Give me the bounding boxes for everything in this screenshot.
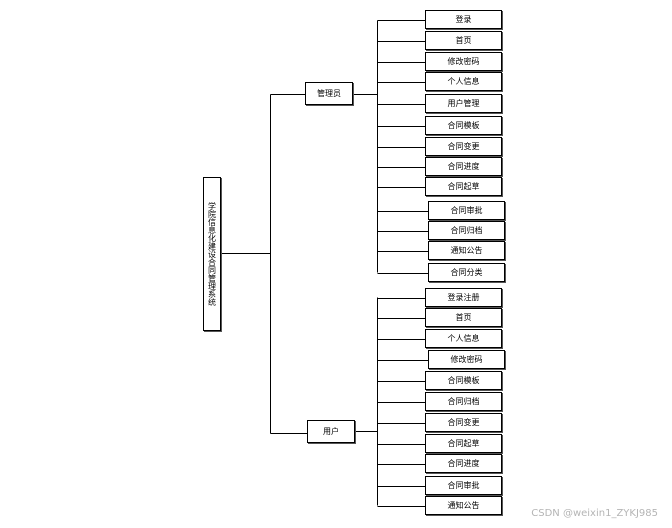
leaf-node: 首页 <box>425 31 502 50</box>
leaf-node: 通知公告 <box>425 496 502 515</box>
leaf-node: 通知公告 <box>428 241 505 260</box>
leaf-node: 合同分类 <box>428 263 505 282</box>
leaf-node-label: 合同变更 <box>447 418 480 427</box>
leaf-node-label: 用户管理 <box>447 99 480 108</box>
leaf-node: 合同归档 <box>425 392 502 411</box>
leaf-node-label: 登录 <box>455 15 472 24</box>
leaf-node-label: 修改密码 <box>447 57 480 66</box>
leaf-node-label: 合同审批 <box>447 481 480 490</box>
leaf-node: 合同审批 <box>425 476 502 495</box>
leaf-node-label: 合同归档 <box>447 397 480 406</box>
leaf-node: 首页 <box>425 308 502 327</box>
leaf-node-label: 通知公告 <box>450 246 483 255</box>
branch-node-user: 用户 <box>307 420 355 443</box>
leaf-node: 个人信息 <box>425 72 502 91</box>
watermark: CSDN @weixin1_ZYKJ985 <box>531 508 658 519</box>
leaf-node: 合同变更 <box>425 137 502 156</box>
leaf-node-label: 修改密码 <box>450 355 483 364</box>
leaf-node-label: 个人信息 <box>447 77 480 86</box>
leaf-node-label: 合同起草 <box>447 439 480 448</box>
leaf-node: 合同模板 <box>425 371 502 390</box>
leaf-node: 合同变更 <box>425 413 502 432</box>
leaf-node: 修改密码 <box>428 350 505 369</box>
leaf-node-label: 合同模板 <box>447 121 480 130</box>
leaf-node-label: 首页 <box>455 36 472 45</box>
leaf-node-label: 合同进度 <box>447 162 480 171</box>
branch-node-label: 用户 <box>323 427 339 436</box>
leaf-node: 合同进度 <box>425 454 502 473</box>
leaf-node-label: 合同模板 <box>447 376 480 385</box>
leaf-node: 合同审批 <box>428 201 505 220</box>
leaf-node: 修改密码 <box>425 52 502 71</box>
leaf-node-label: 合同进度 <box>447 459 480 468</box>
leaf-node: 合同归档 <box>428 221 505 240</box>
branch-node-label: 管理员 <box>317 89 341 98</box>
branch-node-admin: 管理员 <box>305 82 353 105</box>
leaf-node-label: 合同审批 <box>450 206 483 215</box>
leaf-node: 用户管理 <box>425 94 502 113</box>
root-node-label: 学院信息化建设合同管理系统 <box>207 202 217 306</box>
leaf-node-label: 个人信息 <box>447 334 480 343</box>
leaf-node: 个人信息 <box>425 329 502 348</box>
leaf-node-label: 合同变更 <box>447 142 480 151</box>
leaf-node: 合同起草 <box>425 177 502 196</box>
leaf-node-label: 通知公告 <box>447 501 480 510</box>
leaf-node: 登录 <box>425 10 502 29</box>
leaf-node-label: 合同起草 <box>447 182 480 191</box>
leaf-node-label: 合同归档 <box>450 226 483 235</box>
root-node: 学院信息化建设合同管理系统 <box>203 177 221 331</box>
leaf-node-label: 首页 <box>455 313 472 322</box>
leaf-node: 合同进度 <box>425 157 502 176</box>
leaf-node: 合同起草 <box>425 434 502 453</box>
leaf-node: 合同模板 <box>425 116 502 135</box>
leaf-node-label: 合同分类 <box>450 268 483 277</box>
leaf-node-label: 登录注册 <box>447 293 480 302</box>
leaf-node: 登录注册 <box>425 288 502 307</box>
